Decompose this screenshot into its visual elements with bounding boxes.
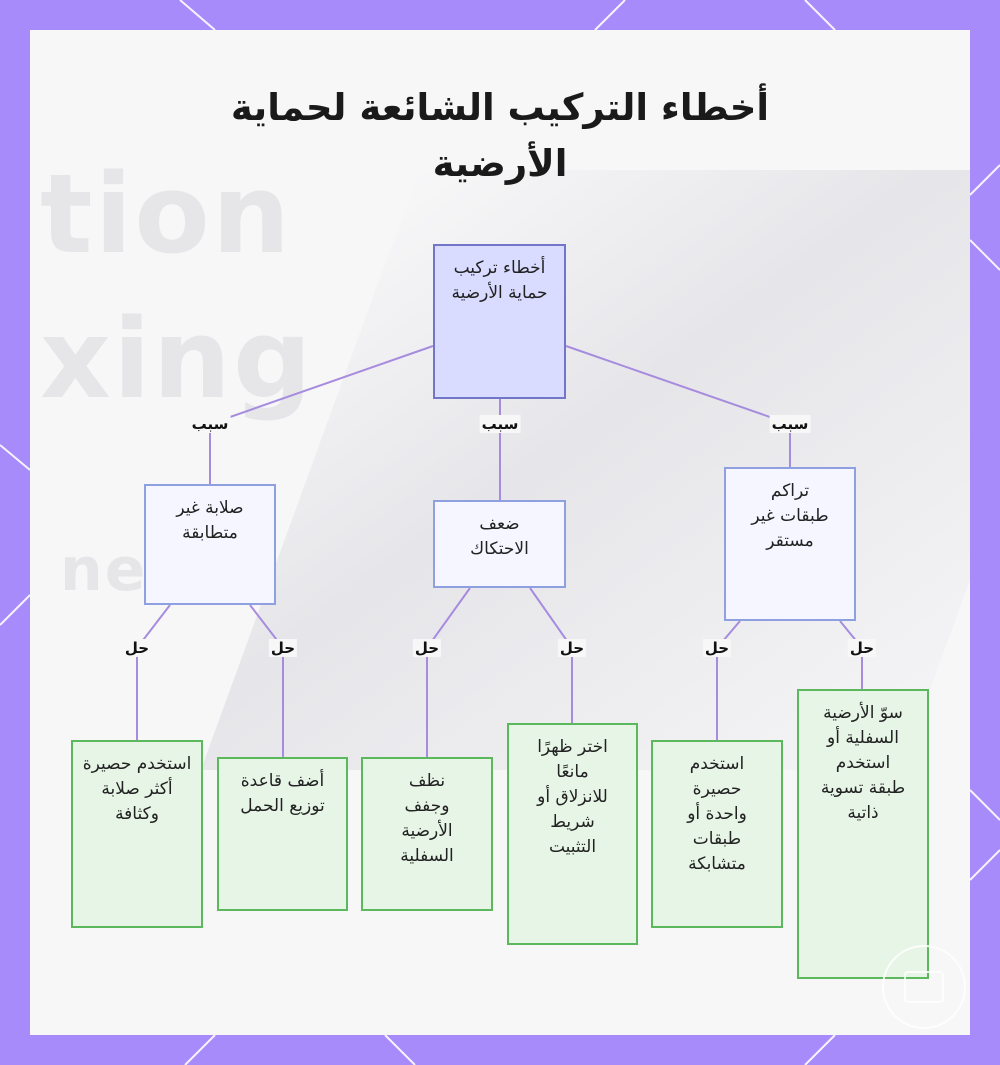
solution-node-load-base: أضف قاعدة توزيع الحمل	[217, 757, 348, 911]
link-root-cause-1	[210, 346, 433, 484]
solution-node-clean-subfloor: نظف وجفف الأرضية السفلية	[361, 757, 493, 911]
cause-node-label: تراكم طبقات غير مستقر	[750, 479, 830, 554]
link-cause1-sol2	[250, 605, 283, 757]
solution-node-stiffer-mat: استخدم حصيرة أكثر صلابة وكثافة	[71, 740, 203, 928]
cause-node-label: ضعف الاحتكاك	[457, 512, 542, 562]
link-cause2-sol1	[427, 588, 470, 757]
cause-node-label: صلابة غير متطابقة	[168, 496, 252, 546]
solution-node-label: سوّ الأرضية السفلية أو استخدم طبقة تسوية…	[815, 701, 911, 826]
badge-icon	[882, 945, 966, 1029]
solution-node-label: اختر ظهرًا مانعًا للانزلاق أو شريط التثب…	[529, 735, 616, 860]
edge-label-solution: حل	[848, 639, 876, 657]
solution-node-label: استخدم حصيرة واحدة أو طبقات متشابكة	[677, 752, 757, 877]
root-node: أخطاء تركيب حماية الأرضية	[433, 244, 566, 399]
solution-node-label: استخدم حصيرة أكثر صلابة وكثافة	[81, 752, 193, 827]
edge-label-solution: حل	[123, 639, 151, 657]
cause-node-poor-friction: ضعف الاحتكاك	[433, 500, 566, 588]
solution-node-interlocking-layers: استخدم حصيرة واحدة أو طبقات متشابكة	[651, 740, 783, 928]
edge-label-cause: سبب	[770, 415, 811, 433]
link-root-cause-3	[566, 346, 790, 467]
edge-label-solution: حل	[558, 639, 586, 657]
edge-label-cause: سبب	[480, 415, 521, 433]
solution-node-level-subfloor: سوّ الأرضية السفلية أو استخدم طبقة تسوية…	[797, 689, 929, 979]
badge-inner-shape	[904, 971, 944, 1003]
root-node-label: أخطاء تركيب حماية الأرضية	[443, 256, 556, 306]
solution-node-label: أضف قاعدة توزيع الحمل	[227, 769, 338, 819]
edge-label-solution: حل	[413, 639, 441, 657]
link-cause1-sol1	[137, 605, 170, 740]
solution-node-nonslip-backing: اختر ظهرًا مانعًا للانزلاق أو شريط التثب…	[507, 723, 638, 945]
solution-node-label: نظف وجفف الأرضية السفلية	[393, 769, 461, 869]
diagram-title: أخطاء التركيب الشائعة لحماية الأرضية	[200, 80, 800, 192]
edge-label-solution: حل	[269, 639, 297, 657]
cause-node-unstable-layering: تراكم طبقات غير مستقر	[724, 467, 856, 621]
edge-label-cause: سبب	[190, 415, 231, 433]
cause-node-mismatched-hardness: صلابة غير متطابقة	[144, 484, 276, 605]
edge-label-solution: حل	[703, 639, 731, 657]
